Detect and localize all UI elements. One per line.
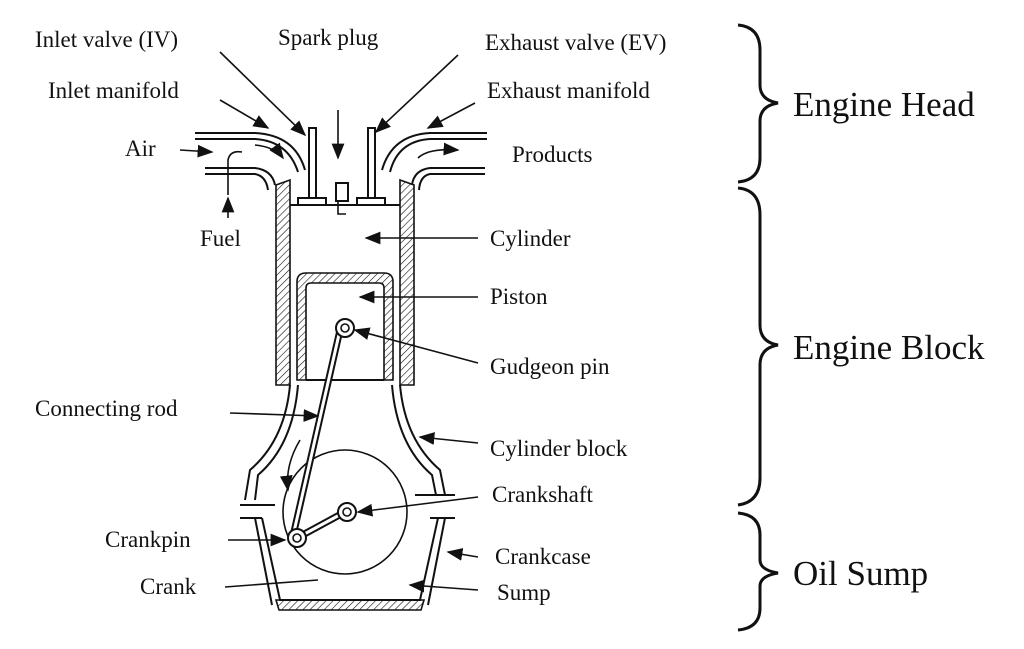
label-cylinder: Cylinder bbox=[490, 226, 571, 251]
label-piston: Piston bbox=[490, 284, 548, 309]
label-spark-plug: Spark plug bbox=[278, 25, 379, 50]
label-cylinder-block: Cylinder block bbox=[490, 436, 628, 461]
label-fuel: Fuel bbox=[200, 226, 241, 251]
label-crankshaft: Crankshaft bbox=[492, 482, 594, 507]
brace-oil-sump bbox=[737, 511, 779, 632]
crank-mechanism bbox=[279, 318, 408, 575]
label-exhaust-valve: Exhaust valve (EV) bbox=[485, 30, 666, 55]
label-gudgeon-pin: Gudgeon pin bbox=[490, 354, 610, 379]
label-exhaust-manifold: Exhaust manifold bbox=[487, 78, 650, 103]
label-air: Air bbox=[125, 136, 156, 161]
crankcase bbox=[240, 517, 455, 611]
leader-lines bbox=[219, 51, 479, 593]
label-crankcase: Crankcase bbox=[495, 544, 591, 569]
piston bbox=[296, 272, 394, 381]
label-inlet-valve: Inlet valve (IV) bbox=[35, 27, 178, 52]
label-inlet-manifold: Inlet manifold bbox=[48, 78, 179, 103]
label-products: Products bbox=[512, 142, 593, 167]
flow-arrows bbox=[179, 110, 460, 218]
section-engine-head: Engine Head bbox=[793, 85, 975, 124]
cylinder-walls bbox=[275, 178, 415, 386]
label-connecting-rod: Connecting rod bbox=[35, 396, 178, 421]
inlet-manifold bbox=[195, 132, 306, 195]
label-sump: Sump bbox=[497, 580, 551, 605]
section-oil-sump: Oil Sump bbox=[793, 554, 928, 593]
label-crankpin: Crankpin bbox=[105, 527, 191, 552]
valves bbox=[297, 127, 386, 215]
brace-engine-head bbox=[737, 23, 779, 184]
label-crank: Crank bbox=[140, 574, 197, 599]
section-engine-block: Engine Block bbox=[793, 328, 985, 367]
brace-engine-block bbox=[737, 186, 779, 507]
cylinder-block bbox=[240, 384, 455, 506]
exhaust-manifold bbox=[381, 132, 487, 191]
